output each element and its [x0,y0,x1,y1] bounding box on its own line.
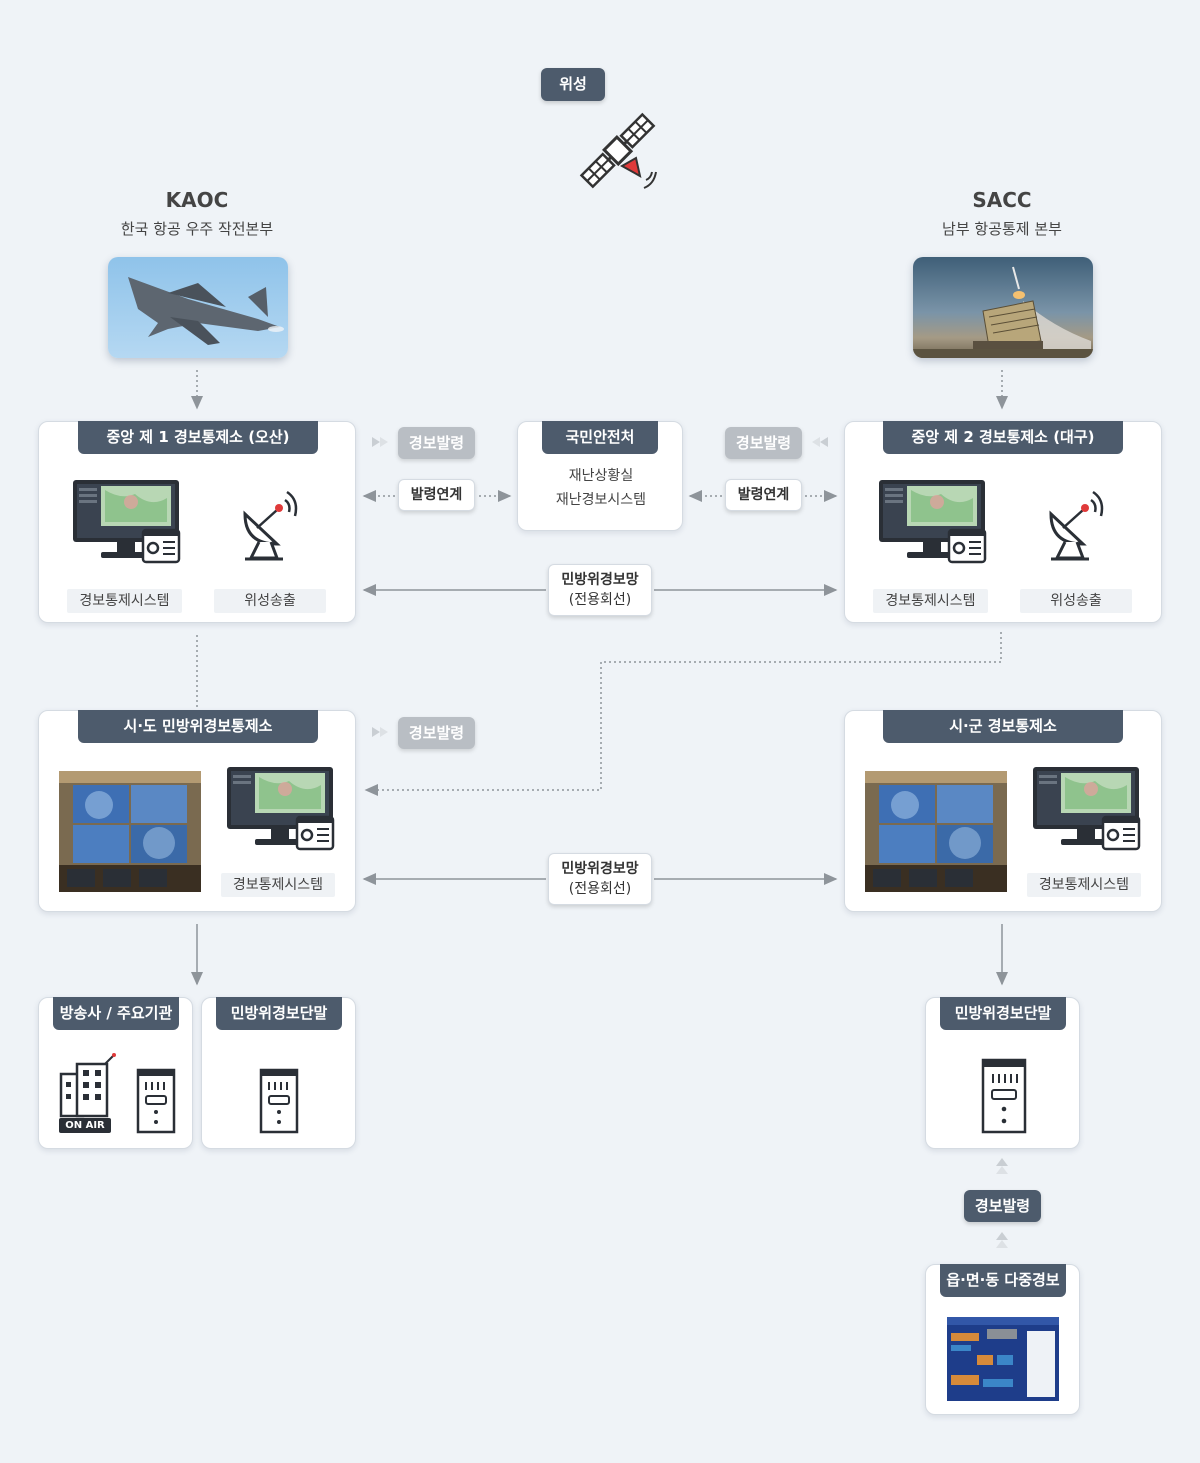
network-1-line-1: 민방위경보망 [561,572,639,588]
satellite-label: 위성 [541,68,605,101]
central-station-2-satellite-label: 위성송출 [1020,589,1132,613]
alert-issue-left-badge: 경보발령 [398,427,475,459]
alert-issue-sido-badge: 경보발령 [398,717,475,749]
terminal-right-title: 민방위경보단말 [940,997,1066,1030]
sacc-name: 남부 항공통제 본부 [942,220,1062,238]
satellite-dish-icon [243,490,298,561]
central-station-1-satellite-label: 위성송출 [214,589,326,613]
central-station-1-card: 중앙 제 1 경보통제소 (오산) 경보통제시스템 위성송출 [38,421,356,623]
alert-link-right-badge: 발령연계 [725,479,802,511]
sido-system-label: 경보통제시스템 [221,873,335,897]
central-station-1-system-label: 경보통제시스템 [67,589,182,613]
alert-issue-right-badge: 경보발령 [725,427,802,459]
kaoc-code: KAOC [165,188,229,212]
alert-terminal-icon [981,1058,1027,1134]
terminal-left-title: 민방위경보단말 [216,997,342,1030]
central-station-2-system-label: 경보통제시스템 [873,589,988,613]
civil-defense-network-1: 민방위경보망 (전용회선) [548,564,652,616]
satellite-dish-icon [1049,490,1104,561]
ministry-line-2: 재난경보시스템 [555,492,647,508]
alert-link-left-badge: 발령연계 [398,479,475,511]
ministry-line-1: 재난상황실 [568,468,634,484]
broadcast-building-icon [59,1053,116,1118]
terminal-left-card: 민방위경보단말 [201,997,356,1149]
sigun-station-card: 시·군 경보통제소 경보통제시스템 [844,710,1162,912]
control-room-photo [865,771,1007,892]
sacc-code: SACC [972,188,1032,212]
central-station-1-title: 중앙 제 1 경보통제소 (오산) [78,421,318,454]
control-room-photo [59,771,201,892]
terminal-right-card: 민방위경보단말 [925,997,1080,1149]
network-2-line-2: (전용회선) [568,881,632,897]
kaoc-photo [108,257,288,358]
ministry-card: 국민안전처 재난상황실 재난경보시스템 [517,421,683,531]
civil-defense-network-2: 민방위경보망 (전용회선) [548,853,652,905]
alert-issue-bottom-badge: 경보발령 [964,1190,1041,1222]
network-2-line-1: 민방위경보망 [561,861,639,877]
ministry-title: 국민안전처 [542,421,658,454]
monitor-icon [227,767,335,851]
monitor-icon [879,480,987,564]
broadcast-card: 방송사 / 주요기관 ON AIR [38,997,193,1149]
sigun-system-label: 경보통제시스템 [1027,873,1141,897]
sacc-photo [913,257,1093,358]
multi-alert-card: 읍·면·동 다중경보 [925,1264,1080,1415]
sigun-station-title: 시·군 경보통제소 [883,710,1123,743]
monitor-icon [73,480,181,564]
sido-station-card: 시·도 민방위경보통제소 경보통제시스템 [38,710,356,912]
network-1-line-2: (전용회선) [568,592,632,608]
kaoc-name: 한국 항공 우주 작전본부 [120,220,274,238]
sido-station-title: 시·도 민방위경보통제소 [78,710,318,743]
central-station-2-title: 중앙 제 2 경보통제소 (대구) [883,421,1123,454]
on-air-badge: ON AIR [59,1118,111,1133]
monitor-icon [1033,767,1141,851]
alert-terminal-icon [259,1068,299,1134]
satellite-icon [579,112,657,189]
alert-terminal-icon [136,1068,176,1134]
multi-alert-screen [947,1317,1059,1401]
multi-alert-title: 읍·면·동 다중경보 [940,1264,1066,1297]
broadcast-title: 방송사 / 주요기관 [53,997,179,1030]
central-station-2-card: 중앙 제 2 경보통제소 (대구) 경보통제시스템 위성송출 [844,421,1162,623]
